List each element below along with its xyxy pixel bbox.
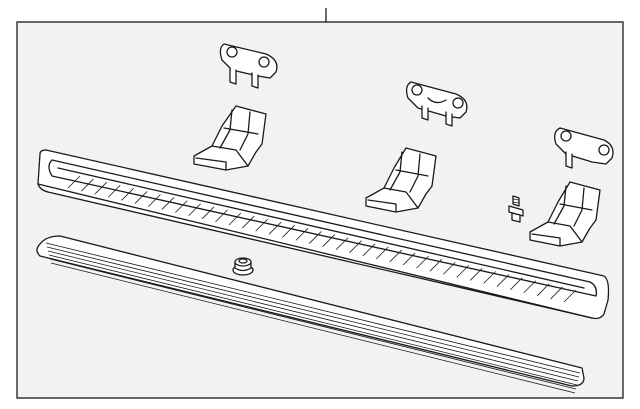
tread-slat bbox=[389, 249, 403, 263]
pad-rib bbox=[50, 262, 576, 394]
tread-slat bbox=[416, 255, 429, 269]
pad-rib bbox=[49, 258, 577, 390]
tread-slat bbox=[429, 258, 443, 272]
tread-slat bbox=[148, 194, 161, 207]
tread-slat bbox=[349, 240, 362, 253]
pad-rib bbox=[46, 246, 580, 378]
pad-rib bbox=[47, 250, 579, 382]
step-tread-slats bbox=[67, 175, 577, 303]
tread-slat bbox=[241, 215, 255, 229]
tread-slat bbox=[282, 225, 295, 238]
support-bracket-3 bbox=[529, 181, 601, 247]
tread-slat bbox=[335, 237, 349, 250]
diagram-frame bbox=[16, 21, 624, 399]
tread-slat bbox=[563, 289, 577, 303]
pad-rib bbox=[48, 254, 578, 386]
tread-slat bbox=[67, 175, 81, 189]
tread-slat bbox=[443, 261, 456, 275]
tread-slat bbox=[550, 286, 563, 300]
tread-slat bbox=[201, 206, 215, 220]
retainer-clip bbox=[232, 257, 254, 276]
tread-slat bbox=[81, 178, 94, 192]
tread-slat bbox=[483, 271, 496, 284]
step-pad bbox=[36, 235, 585, 394]
running-board-step bbox=[37, 149, 610, 320]
pad-rib bbox=[45, 242, 581, 374]
tread-slat bbox=[523, 280, 537, 294]
tread-slat bbox=[456, 265, 470, 278]
mounting-plate-2 bbox=[405, 81, 468, 127]
tread-slat bbox=[94, 181, 108, 195]
support-bracket-1 bbox=[193, 105, 267, 171]
mounting-plate-1 bbox=[219, 43, 278, 89]
tread-slat bbox=[161, 197, 175, 210]
tread-slat bbox=[188, 203, 201, 217]
tread-slat bbox=[295, 228, 309, 241]
tread-slat bbox=[510, 277, 523, 290]
tread-slat bbox=[174, 200, 188, 213]
tread-slat bbox=[228, 212, 242, 226]
tread-slat bbox=[121, 188, 134, 201]
tread-slat bbox=[215, 209, 228, 223]
tread-slat bbox=[469, 268, 483, 281]
tread-slat bbox=[255, 218, 268, 232]
tread-slat bbox=[134, 191, 148, 204]
tread-slat bbox=[536, 283, 550, 297]
tread-slat bbox=[362, 243, 376, 257]
tread-slat bbox=[107, 184, 121, 198]
bolt bbox=[508, 195, 524, 223]
tread-slat bbox=[322, 234, 335, 247]
tread-slat bbox=[376, 246, 389, 260]
tread-slat bbox=[309, 231, 322, 244]
tread-slat bbox=[402, 252, 416, 266]
tread-slat bbox=[268, 221, 282, 235]
mounting-plate-3 bbox=[554, 127, 614, 169]
step-pad-ribs bbox=[45, 242, 581, 394]
tread-slat bbox=[496, 274, 510, 287]
support-bracket-2 bbox=[365, 147, 437, 213]
